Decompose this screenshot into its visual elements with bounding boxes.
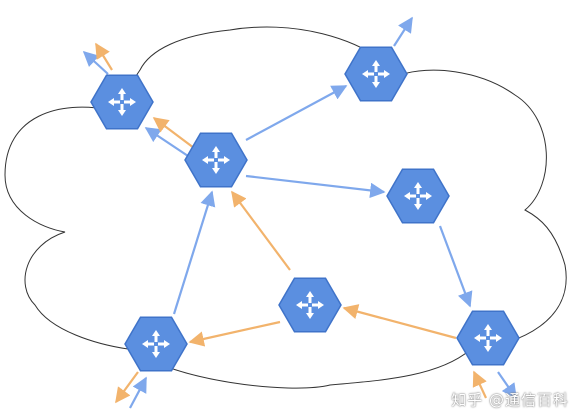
router-icon <box>142 330 170 358</box>
router-node <box>184 132 248 188</box>
router-hexagon <box>90 74 154 130</box>
external-arrow-blue <box>82 50 109 75</box>
external-arrow-orange <box>472 370 487 399</box>
router-icon <box>362 60 390 88</box>
external-arrow-orange <box>115 371 139 404</box>
link-arrow-orange <box>231 190 291 271</box>
router-hexagon <box>184 132 248 188</box>
link-arrow-orange <box>188 320 281 347</box>
router-hexagon <box>278 277 342 333</box>
router-icon <box>404 182 432 210</box>
link-arrow-blue <box>172 190 216 315</box>
external-arrow-blue <box>393 16 413 47</box>
router-icon <box>296 291 324 319</box>
router-node <box>386 168 450 224</box>
router-hexagon <box>344 46 408 102</box>
watermark: 知乎 @通信百科 <box>451 391 569 409</box>
router-node <box>278 277 342 333</box>
router-node <box>456 310 520 366</box>
link-arrow-blue <box>438 225 473 308</box>
router-icon <box>202 146 230 174</box>
router-icon <box>474 324 502 352</box>
external-arrow-orange <box>95 42 113 71</box>
router-hexagon <box>386 168 450 224</box>
router-hexagon <box>124 316 188 372</box>
link-arrow-blue <box>245 85 348 141</box>
link-arrow-orange <box>342 304 457 340</box>
router-node <box>124 316 188 372</box>
router-hexagon <box>456 310 520 366</box>
link-arrow-blue <box>144 127 189 157</box>
router-node <box>344 46 408 102</box>
router-node <box>90 74 154 130</box>
link-arrow-orange <box>152 117 195 149</box>
external-arrow-blue <box>129 376 147 409</box>
router-icon <box>108 88 136 116</box>
external-arrow-blue <box>497 371 517 400</box>
link-arrow-blue <box>245 174 386 199</box>
